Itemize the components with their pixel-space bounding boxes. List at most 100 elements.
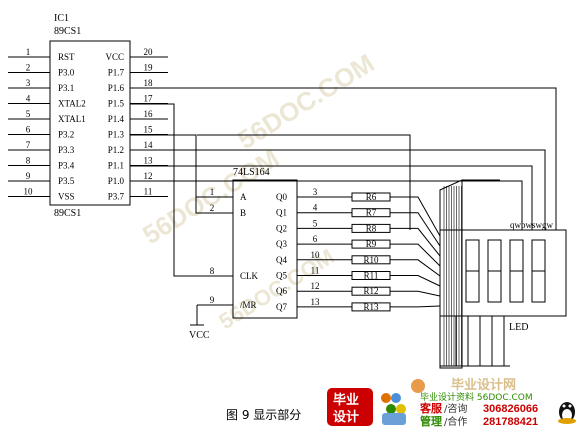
watermark-kefu-suffix: /咨询 [444, 402, 467, 415]
ic1-pin-name-xtal2: XTAL2 [58, 99, 86, 109]
led-digit-labels: qwbwswgw [510, 220, 554, 230]
resistor-fanout-r13 [390, 305, 441, 308]
ic1-pin-num-6: 6 [26, 125, 31, 135]
sr-input-num-1: 1 [210, 187, 215, 197]
sr-output-name-q7: Q7 [276, 302, 287, 312]
ic1-pin-name-xtal1: XTAL1 [58, 114, 86, 124]
ic1-pin-num-10: 10 [24, 187, 34, 197]
wire-p15-clk [130, 103, 233, 277]
resistor-fanout-r11 [390, 275, 441, 287]
ic1-pin-name-vcc: VCC [105, 52, 124, 62]
ic1-pin-num-12: 12 [144, 171, 153, 181]
ic1-pin-name-p37: P3.7 [108, 192, 125, 202]
resistor-label-r13: R13 [363, 302, 379, 312]
resistor-label-r12: R12 [363, 286, 378, 296]
ic1-part-top: 89CS1 [54, 26, 81, 37]
sr-output-name-q2: Q2 [276, 223, 287, 233]
sr-input-name-b: B [240, 208, 246, 218]
watermark-people-icon [381, 393, 406, 425]
sr-output-num-12: 12 [311, 281, 320, 291]
ic1-pin-num-5: 5 [26, 109, 31, 119]
resistor-fanout-r8 [390, 227, 441, 257]
sr-part-label: 74LS164 [233, 167, 270, 178]
figure-caption: 图 9 显示部分 [226, 407, 301, 422]
ic1-pin-num-17: 17 [144, 94, 154, 104]
ic1-ref-label: IC1 [54, 13, 69, 24]
ic1-pin-name-p16: P1.6 [108, 83, 125, 93]
ic1-pin-name-p31: P3.1 [58, 83, 74, 93]
watermark-kefu-label: 客服 [419, 401, 443, 415]
ic1-pin-name-p30: P3.0 [58, 68, 75, 78]
ic1-pin-num-15: 15 [144, 125, 154, 135]
sr-output-name-q6: Q6 [276, 286, 287, 296]
sr-input-name-a: A [240, 192, 247, 202]
ic1-pin-num-11: 11 [144, 187, 153, 197]
led-label: LED [509, 322, 528, 333]
ic1-pin-num-18: 18 [144, 78, 154, 88]
sr-output-num-4: 4 [313, 203, 318, 213]
sr-input-name-mr: /MR [240, 300, 257, 310]
sr-output-num-6: 6 [313, 234, 318, 244]
ic1-part-bottom: 89CS1 [54, 208, 81, 219]
sr-output-name-q4: Q4 [276, 255, 287, 265]
watermark-text-2: 56DOC.COM [232, 48, 379, 155]
ic1-pin-num-3: 3 [26, 78, 31, 88]
ic1-pin-name-p17: P1.7 [108, 68, 125, 78]
watermark-kefu-qq: 306826066 [483, 403, 538, 415]
ic1-pin-name-p12: P1.2 [108, 145, 124, 155]
resistor-fanout-r10 [390, 259, 441, 277]
sr-output-name-q3: Q3 [276, 239, 287, 249]
wire-p10-digit1 [130, 180, 523, 230]
wire-p13-display [197, 134, 411, 230]
watermark-guanli-label: 管理 [420, 414, 442, 428]
ic1-pin-num-4: 4 [26, 94, 31, 104]
watermark-logo [327, 388, 373, 426]
watermark-logo-bottom: 设计 [333, 409, 359, 424]
ic1-pin-num-9: 9 [26, 171, 31, 181]
vcc-label: VCC [189, 330, 210, 341]
sr-input-num-2: 2 [210, 203, 215, 213]
resistor-fanout-r12 [390, 290, 441, 297]
ic1-pin-name-p11: P1.1 [108, 161, 124, 171]
ic1-pin-name-p33: P3.3 [58, 145, 75, 155]
resistor-label-r7: R7 [366, 208, 377, 218]
wire-p16-digit4 [130, 87, 557, 230]
led-bus-block [439, 179, 463, 369]
wire-ab-tie [195, 197, 233, 214]
ic1-pin-name-p34: P3.4 [58, 161, 75, 171]
watermark-site-sub: 毕业设计资料 56DOC.COM [420, 391, 533, 403]
watermark-logo-top: 毕业 [333, 392, 359, 407]
watermark-orb [411, 379, 425, 393]
sr-input-num-9: 9 [210, 295, 215, 305]
ic1-pin-name-p35: P3.5 [58, 176, 75, 186]
ic1-body [49, 40, 131, 206]
sr-input-name-clk: CLK [240, 271, 259, 281]
sr-output-num-10: 10 [311, 250, 321, 260]
ic1-pin-num-20: 20 [144, 47, 154, 57]
ic1-pin-num-2: 2 [26, 63, 31, 73]
ic1-pin-name-p14: P1.4 [108, 114, 125, 124]
ic1-pin-name-p32: P3.2 [58, 130, 74, 140]
sr-output-num-5: 5 [313, 218, 318, 228]
ic1-pin-num-16: 16 [144, 109, 154, 119]
watermark-banner: 毕业 设计 毕业设计网 毕业设计资料 56DOC.COM 客服 /咨询 3068… [327, 377, 576, 428]
sr-output-name-q0: Q0 [276, 192, 287, 202]
resistor-fanout-r9 [390, 243, 441, 267]
watermark-guanli-qq: 281788421 [483, 416, 538, 428]
connection-wires [130, 87, 557, 277]
ic1-pin-name-rst: RST [58, 52, 75, 62]
led-display: qwbwswgw LED [439, 179, 567, 369]
resistor-label-r11: R11 [364, 271, 379, 281]
ic1-pin-num-19: 19 [144, 63, 154, 73]
resistor-fanout-r6 [390, 196, 441, 237]
ic1-pin-num-14: 14 [144, 140, 154, 150]
ic1-pin-name-p13: P1.3 [108, 130, 125, 140]
sr-output-num-11: 11 [311, 266, 320, 276]
ic1-pin-num-1: 1 [26, 47, 31, 57]
ic1-pin-num-13: 13 [144, 156, 154, 166]
wire-p11-digit2 [130, 165, 533, 230]
watermark-guanli-suffix: /合作 [444, 415, 467, 428]
